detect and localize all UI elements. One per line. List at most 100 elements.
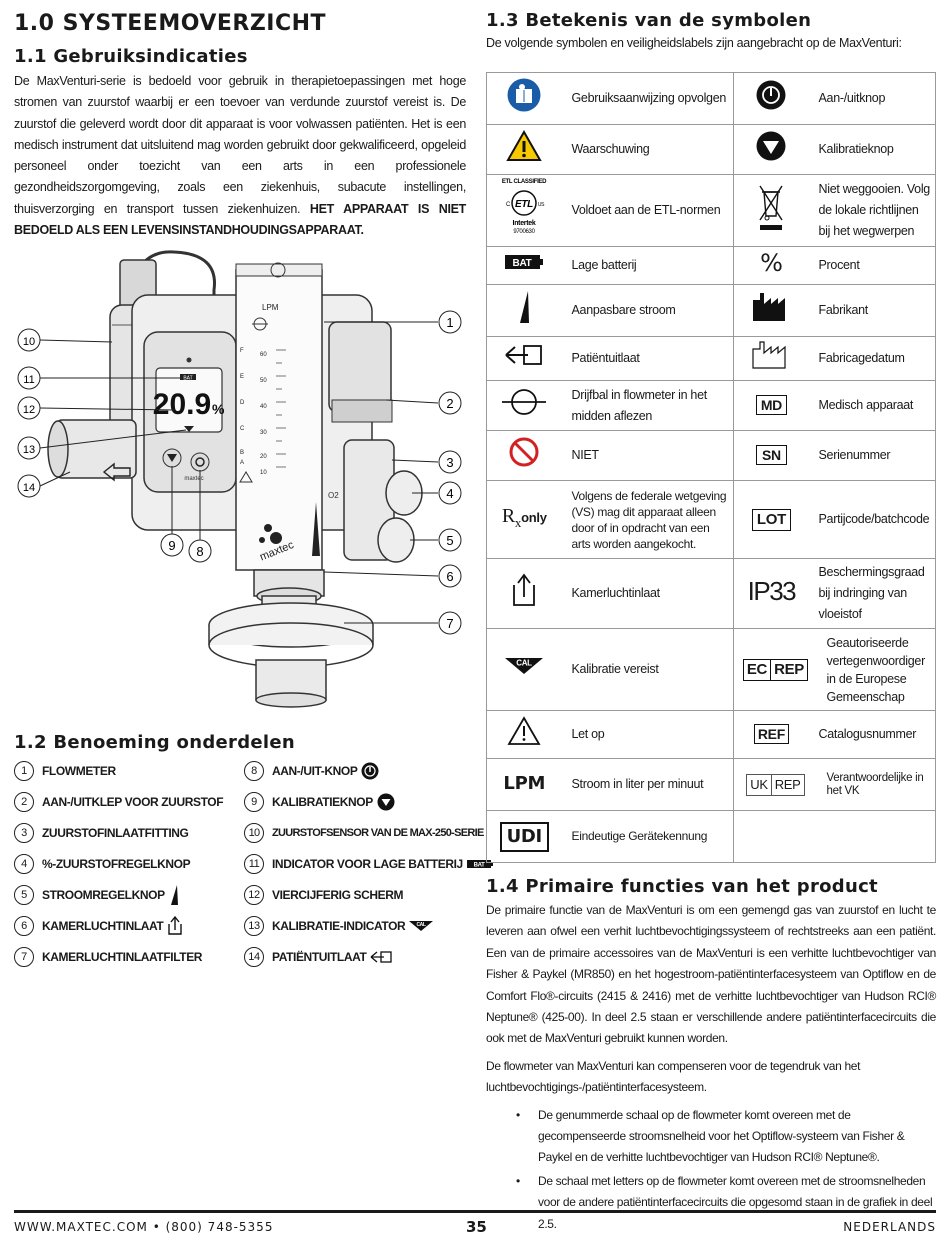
etl-mark: ETL — [515, 199, 533, 210]
symbol-cell — [486, 124, 562, 175]
section-1-4-bullets: De genummerde schaal op de flowmeter kom… — [516, 1105, 936, 1235]
manufacturer-icon — [752, 293, 790, 325]
part-label: ZUURSTOFSENSOR VAN DE MAX-250-SERIE — [272, 827, 484, 839]
part-number: 2 — [14, 792, 34, 812]
part-number: 11 — [244, 854, 264, 874]
table-row: Aanpasbare stroom Fabrikant — [486, 284, 936, 337]
section-1-3-intro: De volgende symbolen en veiligheidslabel… — [486, 36, 902, 50]
symbol-label: Verantwoordelijke in het VK — [808, 758, 936, 811]
footer-language: NEDERLANDS — [843, 1220, 936, 1234]
symbol-cell — [486, 710, 562, 759]
rx-x: x — [514, 515, 522, 530]
symbol-label: Kalibratieknop — [808, 124, 936, 175]
table-row: Drijfbal in flowmeter in het midden afle… — [486, 380, 936, 431]
page-number: 35 — [466, 1218, 487, 1236]
etl-us: US — [538, 202, 545, 208]
indications-text: De MaxVenturi-serie is bedoeld voor gebr… — [14, 74, 466, 216]
warning-icon — [506, 129, 542, 165]
table-row: Patiëntuitlaat Fabricagedatum — [486, 336, 936, 381]
part-label: PATIËNTUITLAAT — [272, 950, 367, 964]
callouts: 1 2 3 4 5 6 7 8 9 10 11 12 13 14 — [17, 310, 462, 635]
part-label: KALIBRATIEKNOP — [272, 795, 373, 809]
uk-text: UK — [747, 774, 772, 795]
etl-c: C — [506, 202, 511, 208]
ref-icon: REF — [753, 723, 789, 744]
symbol-cell: SN — [733, 430, 809, 481]
section-1-2-title: 1.2 Benoeming onderdelen — [14, 732, 295, 753]
symbol-cell: Rxonly — [486, 480, 562, 559]
part-label: VIERCIJFERIG SCHERM — [272, 888, 404, 902]
cal-text: CAL — [516, 659, 532, 668]
part-number: 8 — [244, 761, 264, 781]
callout-1: 1 — [446, 315, 453, 330]
calibration-required-icon: CAL — [409, 920, 434, 932]
part-bat-text: BAT — [473, 863, 484, 869]
part-item: 4%-ZUURSTOFREGELKNOP — [14, 853, 244, 875]
table-row: Let op REF Catalogusnummer — [486, 710, 936, 759]
etl-top: ETL CLASSIFIED — [502, 179, 547, 185]
callout-7: 7 — [446, 616, 453, 631]
part-number: 14 — [244, 947, 264, 967]
section-1-4-p1: De primaire functie van de MaxVenturi is… — [486, 903, 936, 1046]
part-number: 13 — [244, 916, 264, 936]
part-label: STROOMREGELKNOP — [42, 888, 165, 902]
rx-only-icon: Rxonly — [502, 505, 547, 531]
part-number: 4 — [14, 854, 34, 874]
symbol-cell — [486, 284, 562, 337]
section-1-4: 1.4 Primaire functies van het product De… — [486, 874, 936, 1235]
part-label: INDICATOR VOOR LAGE BATTERIJ — [272, 857, 463, 871]
symbol-label: Partijcode/batchcode — [808, 480, 936, 559]
symbol-cell: CAL — [486, 628, 562, 711]
symbol-label: Catalogusnummer — [808, 710, 936, 759]
etl-number: 9700630 — [514, 229, 536, 235]
symbol-label: Fabricagedatum — [808, 336, 936, 381]
part-number: 12 — [244, 885, 264, 905]
callout-13: 13 — [23, 444, 35, 456]
part-label: ZUURSTOFINLAATFITTING — [42, 826, 189, 840]
part-item: 14 PATIËNTUITLAAT — [244, 946, 466, 968]
not-life-support-warning: HET APPARAAT IS NIET BEDOELD ALS EEN LEV… — [14, 201, 466, 238]
symbol-cell: MD — [733, 380, 809, 431]
low-battery-icon: BAT — [466, 859, 493, 869]
callout-4: 4 — [446, 486, 453, 501]
do-not-icon — [508, 437, 540, 471]
symbol-cell: REF — [733, 710, 809, 759]
symbol-label: Aan-/uitknop — [808, 72, 936, 125]
table-row: NIET SN Serienummer — [486, 430, 936, 481]
symbol-label: NIET — [561, 430, 735, 481]
footer-rule — [14, 1210, 936, 1213]
symbol-cell: IP33 — [733, 558, 809, 629]
part-item: 13 KALIBRATIE-INDICATOR CAL — [244, 915, 466, 937]
symbol-label: Stroom in liter per minuut — [561, 758, 735, 811]
symbol-label: Procent — [808, 246, 936, 285]
table-row: BAT Lage batterij % Procent — [486, 246, 936, 285]
display-bat: BAT — [183, 376, 192, 382]
part-label: KALIBRATIE-INDICATOR — [272, 919, 406, 933]
uk-rep-text: REP — [774, 776, 801, 792]
left-column: 1.0 SYSTEEMOVERZICHT 1.1 Gebruiksindicat… — [14, 8, 466, 241]
symbol-label: Aanpasbare stroom — [561, 284, 735, 337]
flowmeter-lpm: LPM — [262, 303, 279, 312]
part-number: 3 — [14, 823, 34, 843]
symbol-cell — [733, 174, 809, 247]
scale-letter: D — [240, 400, 245, 406]
float-ball-icon — [500, 389, 548, 420]
power-icon — [361, 762, 379, 780]
callout-10: 10 — [23, 336, 35, 348]
table-row: Rxonly Volgens de federale wetgeving (VS… — [486, 480, 936, 559]
scale-number: 50 — [260, 378, 267, 384]
symbol-cell — [486, 380, 562, 431]
scale-number: 20 — [260, 454, 267, 460]
callout-9: 9 — [168, 538, 175, 553]
